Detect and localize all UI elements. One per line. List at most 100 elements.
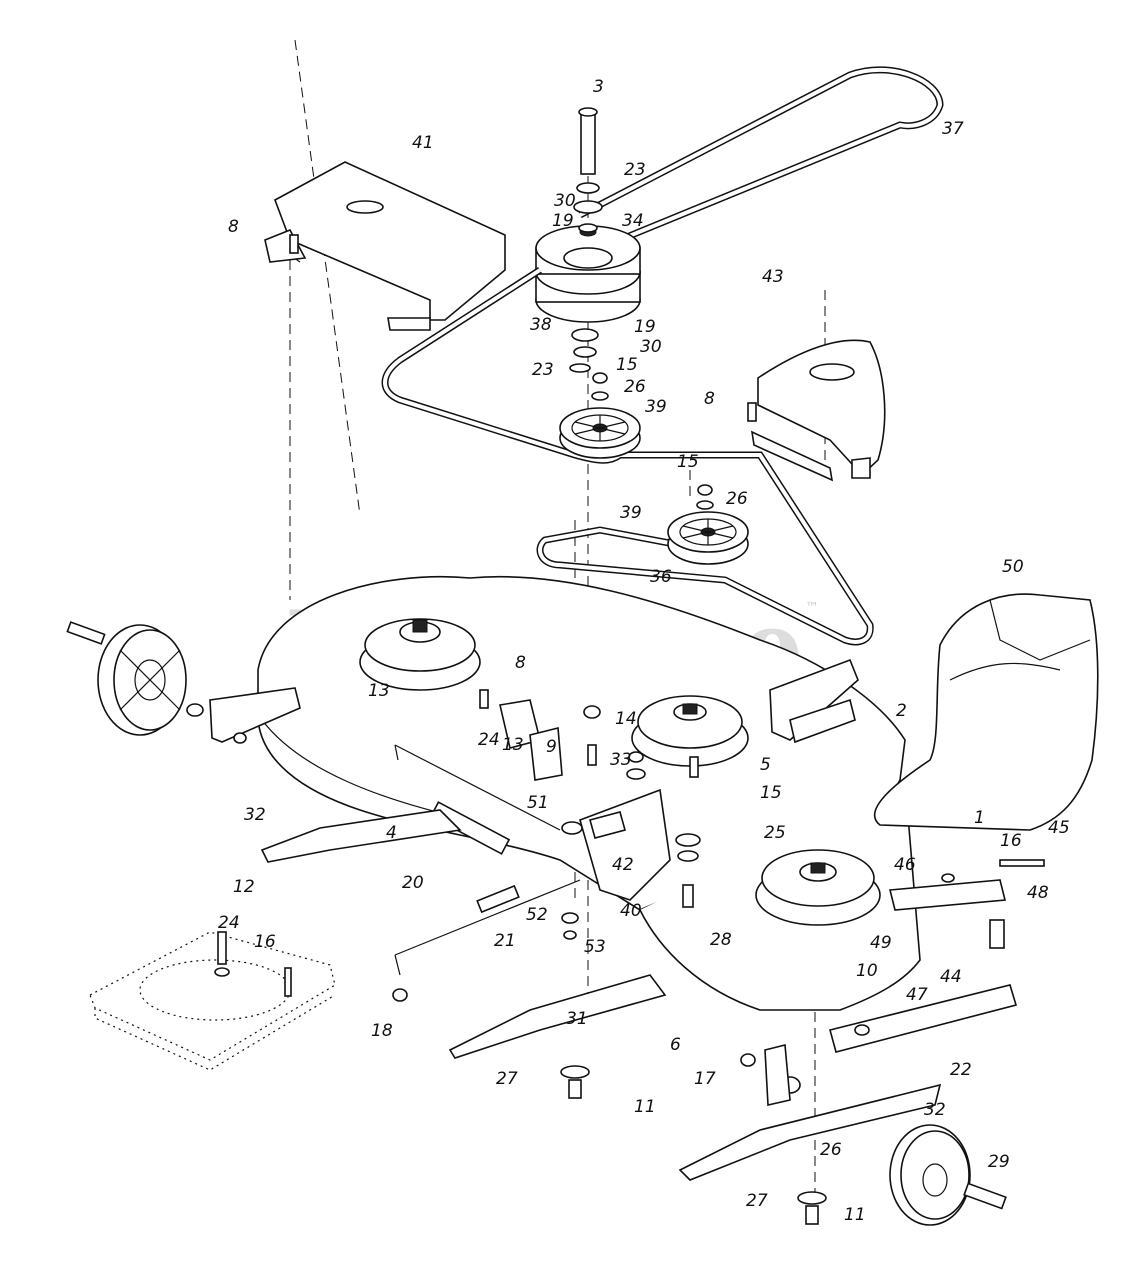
idler-pulley-upper xyxy=(559,407,641,459)
nut xyxy=(592,372,608,384)
center-spindle-pulley xyxy=(631,695,749,767)
pin xyxy=(587,744,597,766)
nut xyxy=(854,1024,870,1036)
callout-26-low: 26 xyxy=(820,1140,842,1160)
callout-14: 14 xyxy=(615,709,637,729)
deck-bracket xyxy=(529,726,563,781)
washer xyxy=(696,500,714,510)
callout-25: 25 xyxy=(764,823,786,843)
callout-24-left: 24 xyxy=(218,913,240,933)
callout-32-left: 32 xyxy=(244,805,266,825)
blade-bolt xyxy=(568,1079,582,1099)
wheel-nut xyxy=(740,1053,756,1067)
callout-9: 9 xyxy=(546,737,557,757)
gauge-wheel-right xyxy=(889,1124,1007,1226)
callout-46: 46 xyxy=(894,855,916,875)
callout-34: 34 xyxy=(622,211,644,231)
wheel-bracket xyxy=(764,1043,791,1106)
callout-45: 45 xyxy=(1048,818,1070,838)
callout-53: 53 xyxy=(584,937,606,957)
lock-nut xyxy=(563,930,577,940)
callout-36: 36 xyxy=(650,567,672,587)
callout-23-top: 23 xyxy=(624,160,646,180)
callout-39-top: 39 xyxy=(645,397,667,417)
shoulder-bolt xyxy=(682,884,694,908)
callout-38: 38 xyxy=(530,315,552,335)
callout-16-left: 16 xyxy=(254,932,276,952)
spacer xyxy=(561,821,583,835)
callout-47: 47 xyxy=(906,985,928,1005)
callout-23-mid: 23 xyxy=(532,360,554,380)
extension-spring xyxy=(429,801,511,855)
nut xyxy=(941,873,955,883)
adapter-washer xyxy=(214,967,230,977)
discharge-chute xyxy=(873,593,1099,831)
callout-15-mid: 15 xyxy=(677,452,699,472)
blade-washer xyxy=(560,1065,590,1079)
washer xyxy=(626,768,646,780)
mower-blade-right xyxy=(678,1083,942,1181)
drive-belt-top xyxy=(578,66,944,252)
spacer-lower xyxy=(571,328,599,342)
spacer xyxy=(675,833,701,847)
callout-26-top: 26 xyxy=(624,377,646,397)
callout-24-deck: 24 xyxy=(478,730,500,750)
callout-2: 2 xyxy=(896,701,907,721)
callout-28: 28 xyxy=(710,930,732,950)
callout-15-top: 15 xyxy=(616,355,638,375)
callout-4: 4 xyxy=(386,823,397,843)
callout-16-right: 16 xyxy=(1000,831,1022,851)
callout-33: 33 xyxy=(610,750,632,770)
mower-blade-left xyxy=(260,809,462,863)
callout-8-deck: 8 xyxy=(515,653,526,673)
pulley-bolt-head xyxy=(578,107,598,117)
linkage-block xyxy=(589,811,626,839)
bolt xyxy=(689,756,699,778)
spacer xyxy=(578,223,598,233)
deck-left-bracket xyxy=(209,687,301,743)
callout-22: 22 xyxy=(950,1060,972,1080)
assembly-line xyxy=(294,39,361,516)
washer xyxy=(576,182,600,194)
pulley-bolt xyxy=(580,111,596,175)
blade-washer xyxy=(797,1191,827,1205)
callout-42: 42 xyxy=(612,855,634,875)
callout-6: 6 xyxy=(670,1035,681,1055)
left-spindle-pulley xyxy=(359,618,481,691)
double-drive-pulley xyxy=(535,225,641,323)
callout-3: 3 xyxy=(593,77,604,97)
watermark-trademark: ™ xyxy=(805,600,819,616)
deck-bolt xyxy=(479,689,489,709)
callout-20: 20 xyxy=(402,873,424,893)
callout-39-low: 39 xyxy=(620,503,642,523)
blade-adapter-frame xyxy=(89,931,336,1071)
callout-1: 1 xyxy=(974,808,985,828)
blade-bolt xyxy=(805,1205,819,1225)
callout-30-mid: 30 xyxy=(640,337,662,357)
callout-48: 48 xyxy=(1027,883,1049,903)
axle-nut xyxy=(233,732,247,744)
callout-51: 51 xyxy=(527,793,549,813)
callout-13-mid: 13 xyxy=(502,735,524,755)
callout-5: 5 xyxy=(760,755,771,775)
bushing xyxy=(677,850,699,862)
callout-11-mid: 11 xyxy=(634,1097,656,1117)
callout-15-low: 15 xyxy=(760,783,782,803)
callout-17: 17 xyxy=(694,1069,716,1089)
deck-belt xyxy=(381,267,874,646)
belt-cover-left xyxy=(264,161,506,331)
callout-37: 37 xyxy=(942,119,964,139)
nut xyxy=(628,751,644,763)
spacer xyxy=(583,705,601,719)
idler-pulley-lower xyxy=(667,511,749,565)
nut xyxy=(392,988,408,1002)
callout-8-right: 8 xyxy=(704,389,715,409)
adapter-stud xyxy=(284,967,292,997)
gauge-wheel-left xyxy=(66,621,187,736)
callout-8-left: 8 xyxy=(228,217,239,237)
deck-rail-right xyxy=(829,879,1018,1053)
callout-32-right: 32 xyxy=(924,1100,946,1120)
deck-hanger-arm xyxy=(789,698,856,744)
